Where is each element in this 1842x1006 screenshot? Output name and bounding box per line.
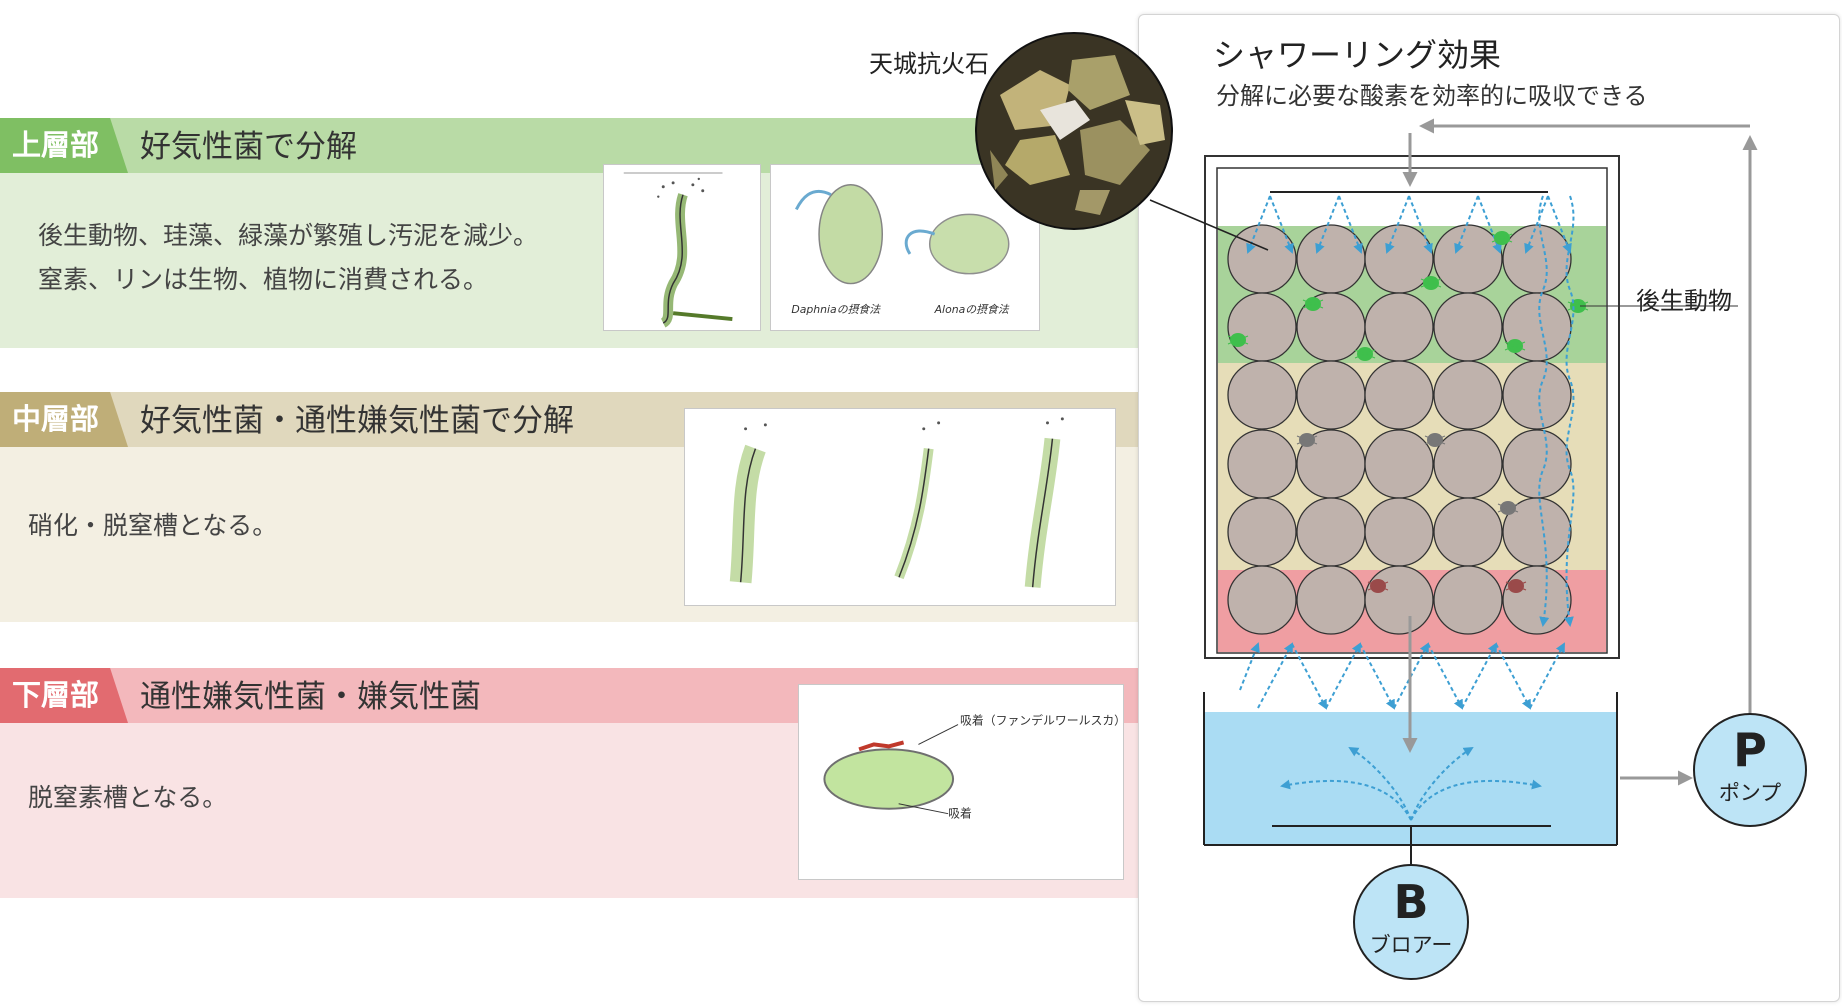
diagram-title: シャワーリング効果 xyxy=(1213,36,1502,74)
layer-middle-line-1: 硝化・脱窒槽となる。 xyxy=(28,511,278,540)
tank-inner xyxy=(1216,167,1608,654)
media-stone xyxy=(1227,360,1297,430)
upflow-arrow xyxy=(1529,642,1565,709)
media-stone xyxy=(1296,360,1366,430)
upflow-arrow xyxy=(1257,642,1293,709)
media-stone xyxy=(1502,565,1572,635)
upper-organism-illustration-2: Daphniaの摂食法 Alonaの摂食法 xyxy=(770,164,1040,331)
media-stones xyxy=(1227,224,1572,635)
upflow-arrow xyxy=(1427,643,1463,710)
organism-red xyxy=(1367,579,1389,593)
layer-middle-heading: 好気性菌・通性嫌気性菌で分解 xyxy=(140,403,574,439)
media-stone xyxy=(1364,360,1434,430)
side-wavy-flow xyxy=(1538,195,1550,627)
media-stone xyxy=(1296,565,1366,635)
media-stone xyxy=(1364,429,1434,499)
organism-green xyxy=(1491,231,1513,245)
shower-arrow xyxy=(1269,195,1294,254)
stone-label: 天城抗火石 xyxy=(869,50,989,78)
layer-lower-heading: 通性嫌気性菌・嫌気性菌 xyxy=(140,679,481,715)
pump-label: ポンプ xyxy=(1719,781,1781,805)
daphnia-caption: Daphniaの摂食法 xyxy=(791,303,881,316)
adsorption-caption-2: 吸着 xyxy=(948,807,972,821)
upflow-arrow xyxy=(1239,642,1260,691)
media-stone xyxy=(1433,292,1503,362)
media-stone xyxy=(1364,224,1434,294)
organism-green xyxy=(1354,347,1376,361)
upflow-arrow xyxy=(1495,643,1531,710)
pump-letter: P xyxy=(1733,723,1767,777)
layer-lower-description: 脱窒素槽となる。 xyxy=(28,776,227,820)
organism-gray xyxy=(1296,433,1318,447)
media-stone xyxy=(1296,497,1366,567)
organism-gray xyxy=(1497,501,1519,515)
blower-letter: B xyxy=(1393,875,1428,929)
organism-green xyxy=(1302,297,1324,311)
rotifer-sketch-icon xyxy=(623,172,733,328)
media-stone xyxy=(1364,497,1434,567)
organism-green xyxy=(1420,276,1442,290)
organisms xyxy=(1227,231,1589,593)
shower-arrow xyxy=(1547,195,1572,254)
layer-middle-tag: 中層部 xyxy=(0,392,128,447)
daphnia-sketch-icon: Daphniaの摂食法 Alonaの摂食法 xyxy=(791,184,1010,316)
media-stone xyxy=(1502,360,1572,430)
media-stone xyxy=(1433,224,1503,294)
diagram-subtitle: 分解に必要な酸素を効率的に吸収できる xyxy=(1216,82,1648,110)
media-stone xyxy=(1364,292,1434,362)
media-stone xyxy=(1364,565,1434,635)
stone-photo xyxy=(975,32,1173,230)
bacteria-sketch-icon: 吸着（ファンデルワールスカ） 吸着 xyxy=(823,714,1123,821)
adsorption-caption-1: 吸着（ファンデルワールスカ） xyxy=(960,714,1123,728)
middle-organism-illustration xyxy=(684,408,1116,606)
media-stone xyxy=(1227,429,1297,499)
layer-upper-line-1: 後生動物、珪藻、緑藻が繁殖し汚泥を減少。 xyxy=(38,221,539,250)
layer-upper-heading: 好気性菌で分解 xyxy=(140,129,357,165)
lower-organism-illustration: 吸着（ファンデルワールスカ） 吸着 xyxy=(798,684,1124,880)
media-stone xyxy=(1433,360,1503,430)
upflow-arrow xyxy=(1325,642,1361,709)
organism-red xyxy=(1505,579,1527,593)
shower-arrow xyxy=(1524,195,1549,254)
upflow-arrow xyxy=(1359,643,1395,710)
shower-arrow xyxy=(1408,195,1433,254)
layer-upper-line-2: 窒素、リンは生物、植物に消費される。 xyxy=(38,265,489,294)
stone-leader-line xyxy=(1149,199,1269,251)
media-stone xyxy=(1502,429,1572,499)
blower-label: ブロアー xyxy=(1370,933,1453,957)
media-stone xyxy=(1433,565,1503,635)
organism-green xyxy=(1504,339,1526,353)
organism-label: 後生動物 xyxy=(1636,287,1732,315)
layer-upper-tag: 上層部 xyxy=(0,118,128,173)
shower-arrow xyxy=(1315,195,1340,254)
media-stone xyxy=(1433,429,1503,499)
upper-organism-illustration-1 xyxy=(603,164,761,331)
shower-arrow xyxy=(1385,195,1410,254)
upflow-arrow xyxy=(1291,643,1327,710)
alona-caption: Alonaの摂食法 xyxy=(934,303,1010,316)
shower-arrow xyxy=(1454,195,1479,254)
pump-circle xyxy=(1693,713,1807,827)
layer-lower-line-1: 脱窒素槽となる。 xyxy=(28,783,228,812)
worm-sketch-icon xyxy=(729,417,1064,588)
layer-lower-tag: 下層部 xyxy=(0,668,128,723)
media-stone xyxy=(1227,292,1297,362)
layer-middle-description: 硝化・脱窒槽となる。 xyxy=(28,504,277,548)
media-stone xyxy=(1433,497,1503,567)
media-stone xyxy=(1227,565,1297,635)
media-stone xyxy=(1227,497,1297,567)
side-wavy-flow-2 xyxy=(1563,195,1575,627)
layer-upper-description: 後生動物、珪藻、緑藻が繁殖し汚泥を減少。 窒素、リンは生物、植物に消費される。 xyxy=(38,214,538,302)
media-stone xyxy=(1502,224,1572,294)
shower-arrow xyxy=(1338,195,1363,254)
organism-gray xyxy=(1424,433,1446,447)
organism-green xyxy=(1227,333,1249,347)
blower-circle xyxy=(1353,864,1469,980)
upflow-arrow xyxy=(1461,642,1497,709)
diffusion-arrows xyxy=(1280,746,1542,821)
layer-upper-header: 上層部 好気性菌で分解 xyxy=(0,118,1140,173)
